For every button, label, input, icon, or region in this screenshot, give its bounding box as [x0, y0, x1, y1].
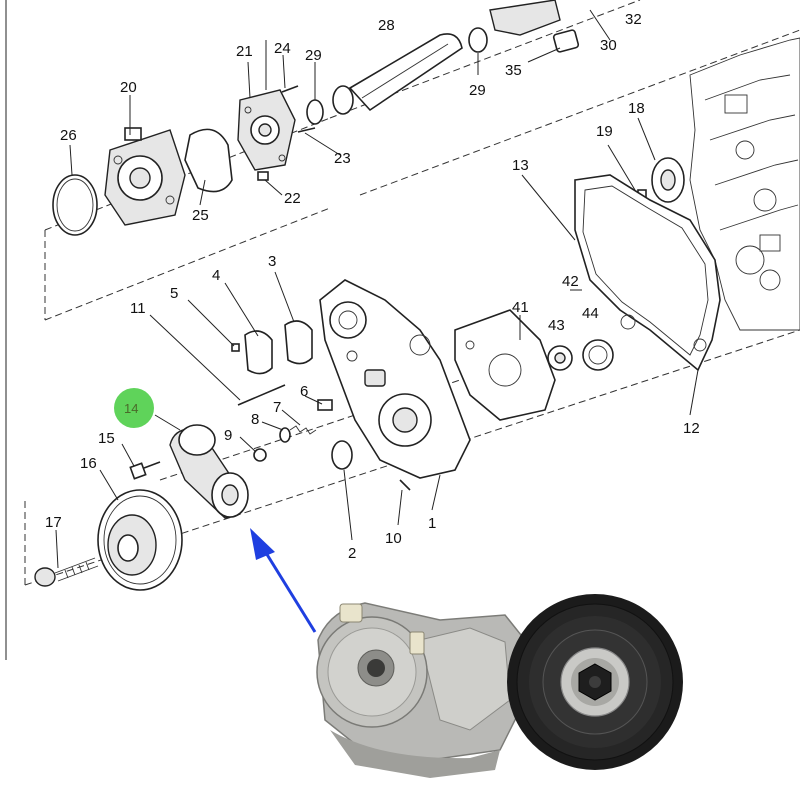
part-23-bolt — [297, 127, 316, 133]
part-29-oring-a — [306, 99, 324, 125]
label-17: 17 — [45, 514, 62, 531]
label-23: 23 — [334, 150, 351, 167]
part-1-front-cover — [319, 279, 471, 479]
label-18: 18 — [628, 100, 645, 117]
label-26: 26 — [60, 127, 77, 144]
label-6: 6 — [300, 383, 308, 400]
label-25: 25 — [192, 207, 209, 224]
label-12: 12 — [683, 420, 700, 437]
label-3: 3 — [268, 253, 276, 270]
label-10: 10 — [385, 530, 402, 547]
part-29-oring-b — [468, 27, 488, 53]
label-30: 30 — [600, 37, 617, 54]
label-20: 20 — [120, 79, 137, 96]
label-8: 8 — [251, 411, 259, 428]
label-29b: 29 — [469, 82, 486, 99]
label-9: 9 — [224, 427, 232, 444]
label-32: 32 — [625, 11, 642, 28]
label-11: 11 — [130, 300, 146, 317]
label-5: 5 — [170, 285, 178, 302]
part-21-thermostat-housing — [237, 89, 296, 171]
part-2-seal — [331, 440, 353, 470]
label-41: 41 — [512, 299, 529, 316]
belt-tensioner-photo — [316, 594, 683, 778]
part-7-spring — [289, 425, 317, 435]
label-43: 43 — [548, 317, 565, 334]
label-44: 44 — [582, 305, 599, 322]
label-1: 1 — [428, 515, 436, 532]
label-4: 4 — [212, 267, 220, 284]
label-13: 13 — [512, 157, 529, 174]
part-9-cap — [253, 448, 267, 462]
label-42: 42 — [562, 273, 579, 290]
part-4-cover — [244, 330, 273, 375]
label-35: 35 — [505, 62, 522, 79]
label-2: 2 — [348, 545, 356, 562]
label-28: 28 — [378, 17, 395, 34]
label-21: 21 — [236, 43, 253, 60]
part-10-bolt — [399, 479, 411, 491]
leader-lines — [55, 9, 699, 569]
part-18-sprocket — [651, 157, 685, 203]
part-30-housing — [489, 0, 561, 36]
part-25-gasket — [184, 128, 233, 193]
label-22: 22 — [284, 190, 301, 207]
label-19: 19 — [596, 123, 613, 140]
part-17-crank-bolt — [34, 557, 99, 587]
highlight-callout-14: 14 — [114, 388, 154, 428]
blue-arrow — [250, 528, 317, 633]
part-3-gasket — [284, 320, 313, 365]
part-11-bolt — [237, 384, 286, 406]
label-24: 24 — [274, 40, 291, 57]
label-14: 14 — [124, 401, 138, 416]
part-14-belt-tensioner — [169, 424, 249, 519]
part-5-bolt — [231, 343, 240, 352]
part-22-fitting — [257, 171, 269, 181]
part-20-water-pump — [104, 127, 186, 226]
seal — [332, 85, 354, 115]
part-24-bolt — [281, 85, 299, 93]
label-7: 7 — [273, 399, 281, 416]
label-15: 15 — [98, 430, 115, 447]
part-35-gasket — [552, 29, 580, 53]
part-16-crank-pulley — [97, 489, 183, 591]
part-15-bolt — [129, 462, 147, 480]
part-8-valve — [279, 427, 291, 443]
engine-block — [689, 37, 800, 331]
part-41-oil-pump-housing — [454, 309, 556, 421]
part-6-plug — [317, 399, 333, 411]
label-29a: 29 — [305, 47, 322, 64]
label-16: 16 — [80, 455, 97, 472]
part-44-gear — [582, 339, 614, 371]
part-labels: 1 2 3 4 5 6 7 8 9 10 11 12 13 15 16 17 1… — [45, 11, 700, 562]
part-26-oring — [52, 174, 98, 236]
part-12-cover-gasket — [574, 174, 721, 372]
